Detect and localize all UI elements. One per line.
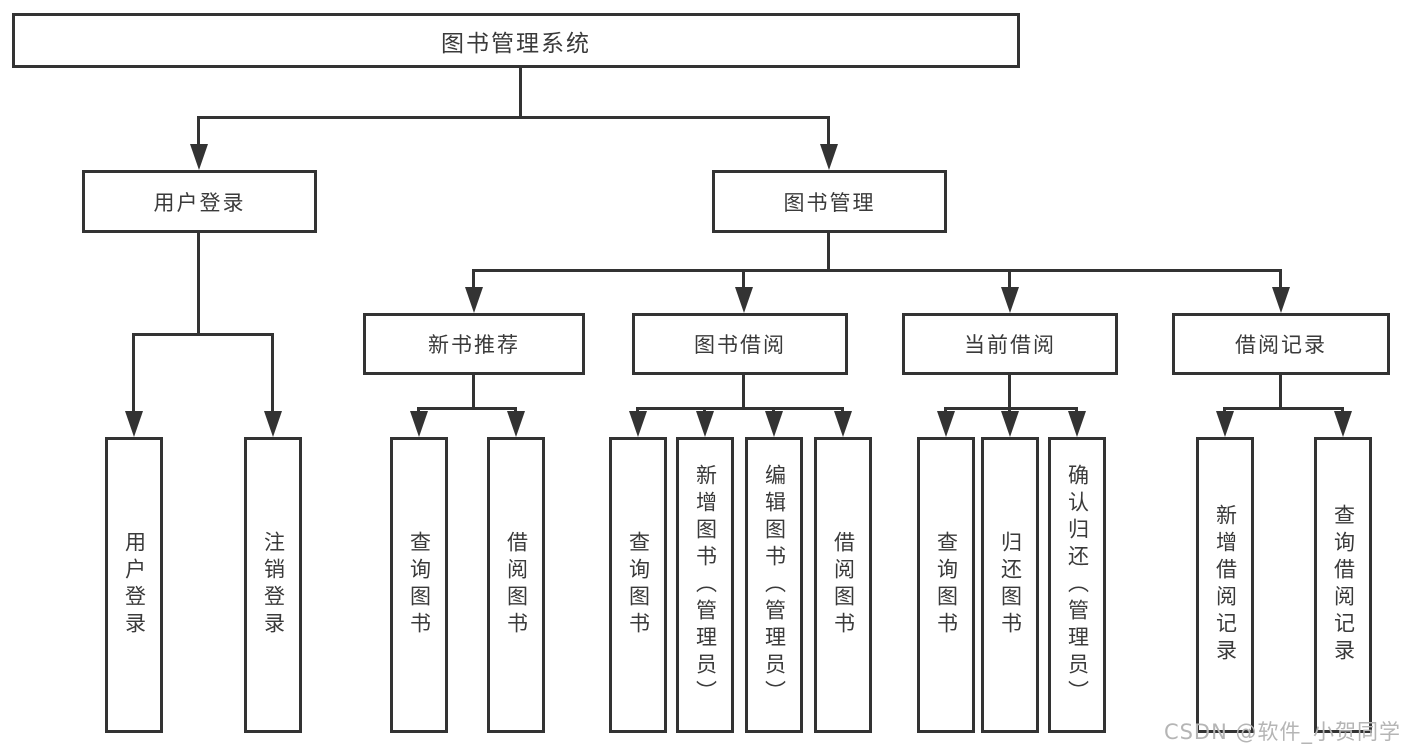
arrow-down-icon [629,411,647,437]
arrow-down-icon [125,411,143,437]
connector-line [197,231,200,335]
node-book-mgmt-label: 图书管理 [783,190,876,215]
node-book-borrow: 图书借阅 [632,313,848,375]
node-book-mgmt: 图书管理 [712,170,947,233]
leaf-add-book: 新增图书（管理员） [676,437,734,733]
connector-line [636,407,844,410]
leaf-borrow-book-2-label: 借阅图书 [831,531,856,639]
node-user-login: 用户登录 [82,170,317,233]
leaf-return-book-label: 归还图书 [998,531,1023,639]
connector-line [1008,269,1011,291]
arrow-down-icon [820,144,838,170]
leaf-logout-label: 注销登录 [261,531,286,639]
arrow-down-icon [1272,287,1290,313]
node-borrow-record: 借阅记录 [1172,313,1390,375]
arrow-down-icon [410,411,428,437]
connector-line [132,334,135,414]
node-user-login-label: 用户登录 [153,190,246,215]
arrow-down-icon [696,411,714,437]
csdn-watermark: CSDN @软件_小贺同学 [1163,720,1401,744]
connector-line [472,269,1282,272]
leaf-add-book-label: 新增图书（管理员） [693,463,718,707]
node-new-book-rec-label: 新书推荐 [428,333,520,357]
node-current-borrow-label: 当前借阅 [964,333,1056,357]
node-root: 图书管理系统 [12,13,1020,68]
connector-line [197,117,200,147]
leaf-query-book-3: 查询图书 [917,437,975,733]
leaf-borrow-book-1: 借阅图书 [487,437,545,733]
connector-line [472,269,475,291]
leaf-edit-book-label: 编辑图书（管理员） [762,463,787,707]
leaf-borrow-book-1-label: 借阅图书 [504,531,529,639]
connector-line [1279,269,1282,291]
connector-line [417,407,517,410]
leaf-borrow-book-2: 借阅图书 [814,437,872,733]
leaf-query-book-1: 查询图书 [390,437,448,733]
node-root-label: 图书管理系统 [441,30,591,57]
arrow-down-icon [1001,287,1019,313]
leaf-query-record: 查询借阅记录 [1314,437,1372,733]
node-new-book-rec: 新书推荐 [363,313,585,375]
leaf-user-login: 用户登录 [105,437,163,733]
connector-line [944,407,1078,410]
leaf-confirm-return: 确认归还（管理员） [1048,437,1106,733]
connector-line [472,374,475,409]
leaf-query-record-label: 查询借阅记录 [1331,504,1356,666]
leaf-confirm-return-label: 确认归还（管理员） [1065,463,1090,707]
connector-line [827,231,830,271]
arrow-down-icon [1334,411,1352,437]
leaf-query-book-2-label: 查询图书 [626,531,651,639]
node-current-borrow: 当前借阅 [902,313,1118,375]
arrow-down-icon [1216,411,1234,437]
arrow-down-icon [1068,411,1086,437]
arrow-down-icon [190,144,208,170]
arrow-down-icon [735,287,753,313]
leaf-query-book-2: 查询图书 [609,437,667,733]
arrow-down-icon [264,411,282,437]
leaf-logout: 注销登录 [244,437,302,733]
connector-line [1279,374,1282,409]
node-borrow-record-label: 借阅记录 [1235,333,1327,357]
connector-line [519,66,522,119]
leaf-add-record-label: 新增借阅记录 [1213,504,1238,666]
arrow-down-icon [765,411,783,437]
connector-line [1223,407,1344,410]
arrow-down-icon [1001,411,1019,437]
leaf-query-book-1-label: 查询图书 [407,531,432,639]
connector-line [132,333,274,336]
leaf-add-record: 新增借阅记录 [1196,437,1254,733]
connector-line [827,117,830,147]
arrow-down-icon [507,411,525,437]
leaf-edit-book: 编辑图书（管理员） [745,437,803,733]
arrow-down-icon [834,411,852,437]
connector-line [271,334,274,414]
connector-line [1008,374,1011,409]
leaf-user-login-label: 用户登录 [122,531,147,639]
node-book-borrow-label: 图书借阅 [694,333,786,357]
connector-line [742,269,745,291]
arrow-down-icon [465,287,483,313]
connector-line [197,116,830,119]
leaf-return-book: 归还图书 [981,437,1039,733]
leaf-query-book-3-label: 查询图书 [934,531,959,639]
arrow-down-icon [937,411,955,437]
connector-line [742,374,745,409]
